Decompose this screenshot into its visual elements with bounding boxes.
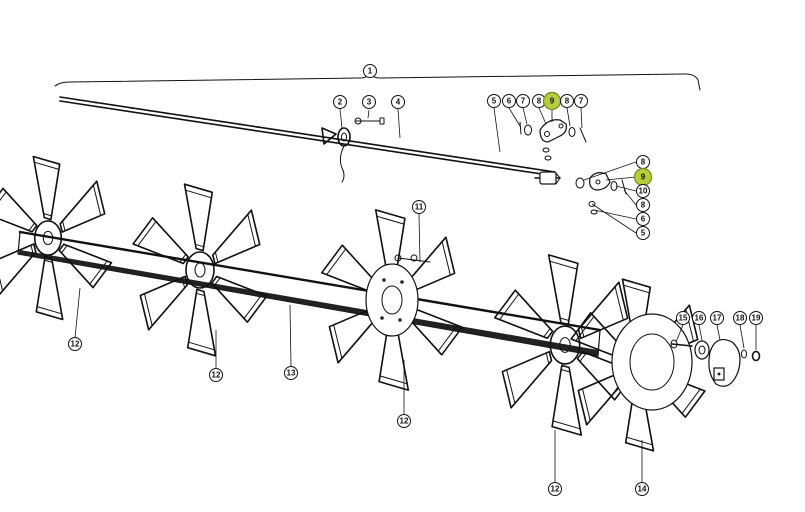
end-bearing-parts: [670, 339, 761, 387]
svg-text:10: 10: [639, 187, 648, 196]
callout-11: 11: [412, 200, 426, 214]
bar-bearing: [321, 127, 351, 183]
svg-text:2: 2: [338, 98, 343, 107]
reel-spider-2: [132, 183, 268, 357]
end-disc: [611, 313, 693, 411]
callout-8-lower: 8: [636, 155, 650, 169]
svg-text:8: 8: [641, 201, 646, 210]
svg-text:8: 8: [641, 158, 646, 167]
svg-text:12: 12: [212, 371, 221, 380]
bolt-3: [354, 117, 385, 125]
callout-12-a: 12: [68, 337, 82, 351]
callout-9-lower[interactable]: 9: [633, 167, 653, 187]
callout-5-upper: 5: [487, 94, 501, 108]
callout-12-b: 12: [209, 368, 223, 382]
callout-4: 4: [391, 95, 405, 109]
crank-lever-lower: [534, 171, 627, 215]
spider-hub-plate: [365, 254, 431, 337]
svg-text:17: 17: [713, 314, 722, 323]
callout-10: 10: [636, 184, 650, 198]
svg-text:8: 8: [565, 97, 570, 106]
svg-text:11: 11: [415, 203, 424, 212]
svg-text:12: 12: [551, 485, 560, 494]
reel-spider-1: [0, 155, 113, 321]
svg-text:5: 5: [641, 229, 646, 238]
callout-12-c: 12: [397, 414, 411, 428]
svg-text:12: 12: [400, 417, 409, 426]
callout-16: 16: [692, 311, 706, 325]
svg-text:8: 8: [537, 97, 542, 106]
crank-lever-upper: [519, 119, 587, 161]
callout-7-upper-b: 7: [574, 94, 588, 108]
callout-9-upper[interactable]: 9: [542, 91, 562, 111]
svg-text:3: 3: [367, 98, 372, 107]
callout-17: 17: [710, 311, 724, 325]
svg-text:6: 6: [641, 215, 646, 224]
callout-8-lower-b: 8: [636, 198, 650, 212]
svg-text:9: 9: [550, 97, 555, 106]
callout-14: 14: [635, 482, 649, 496]
svg-text:9: 9: [641, 173, 646, 182]
svg-text:16: 16: [695, 314, 704, 323]
callout-1: 1: [363, 64, 377, 78]
callout-12-d: 12: [548, 482, 562, 496]
svg-text:6: 6: [507, 97, 512, 106]
callout-3: 3: [362, 95, 376, 109]
svg-text:18: 18: [736, 314, 745, 323]
callout-15: 15: [676, 311, 690, 325]
callout-13: 13: [284, 366, 298, 380]
svg-text:1: 1: [368, 67, 373, 76]
svg-text:14: 14: [638, 485, 647, 494]
callout-6-lower: 6: [636, 212, 650, 226]
assembly-bracket: [54, 71, 701, 91]
svg-text:12: 12: [71, 340, 80, 349]
callout-19: 19: [749, 311, 763, 325]
callout-5-lower: 5: [636, 226, 650, 240]
svg-text:15: 15: [679, 314, 688, 323]
callout-7-upper: 7: [516, 94, 530, 108]
callout-6-upper: 6: [502, 94, 516, 108]
svg-text:7: 7: [579, 97, 584, 106]
callout-2: 2: [333, 95, 347, 109]
svg-text:19: 19: [752, 314, 761, 323]
svg-text:4: 4: [396, 98, 401, 107]
leader-lines: [74, 107, 757, 482]
callout-18: 18: [733, 311, 747, 325]
svg-text:13: 13: [287, 369, 296, 378]
svg-text:5: 5: [492, 97, 497, 106]
tine-bar: [59, 96, 561, 185]
callout-8-upper-b: 8: [560, 94, 574, 108]
svg-text:7: 7: [521, 97, 526, 106]
